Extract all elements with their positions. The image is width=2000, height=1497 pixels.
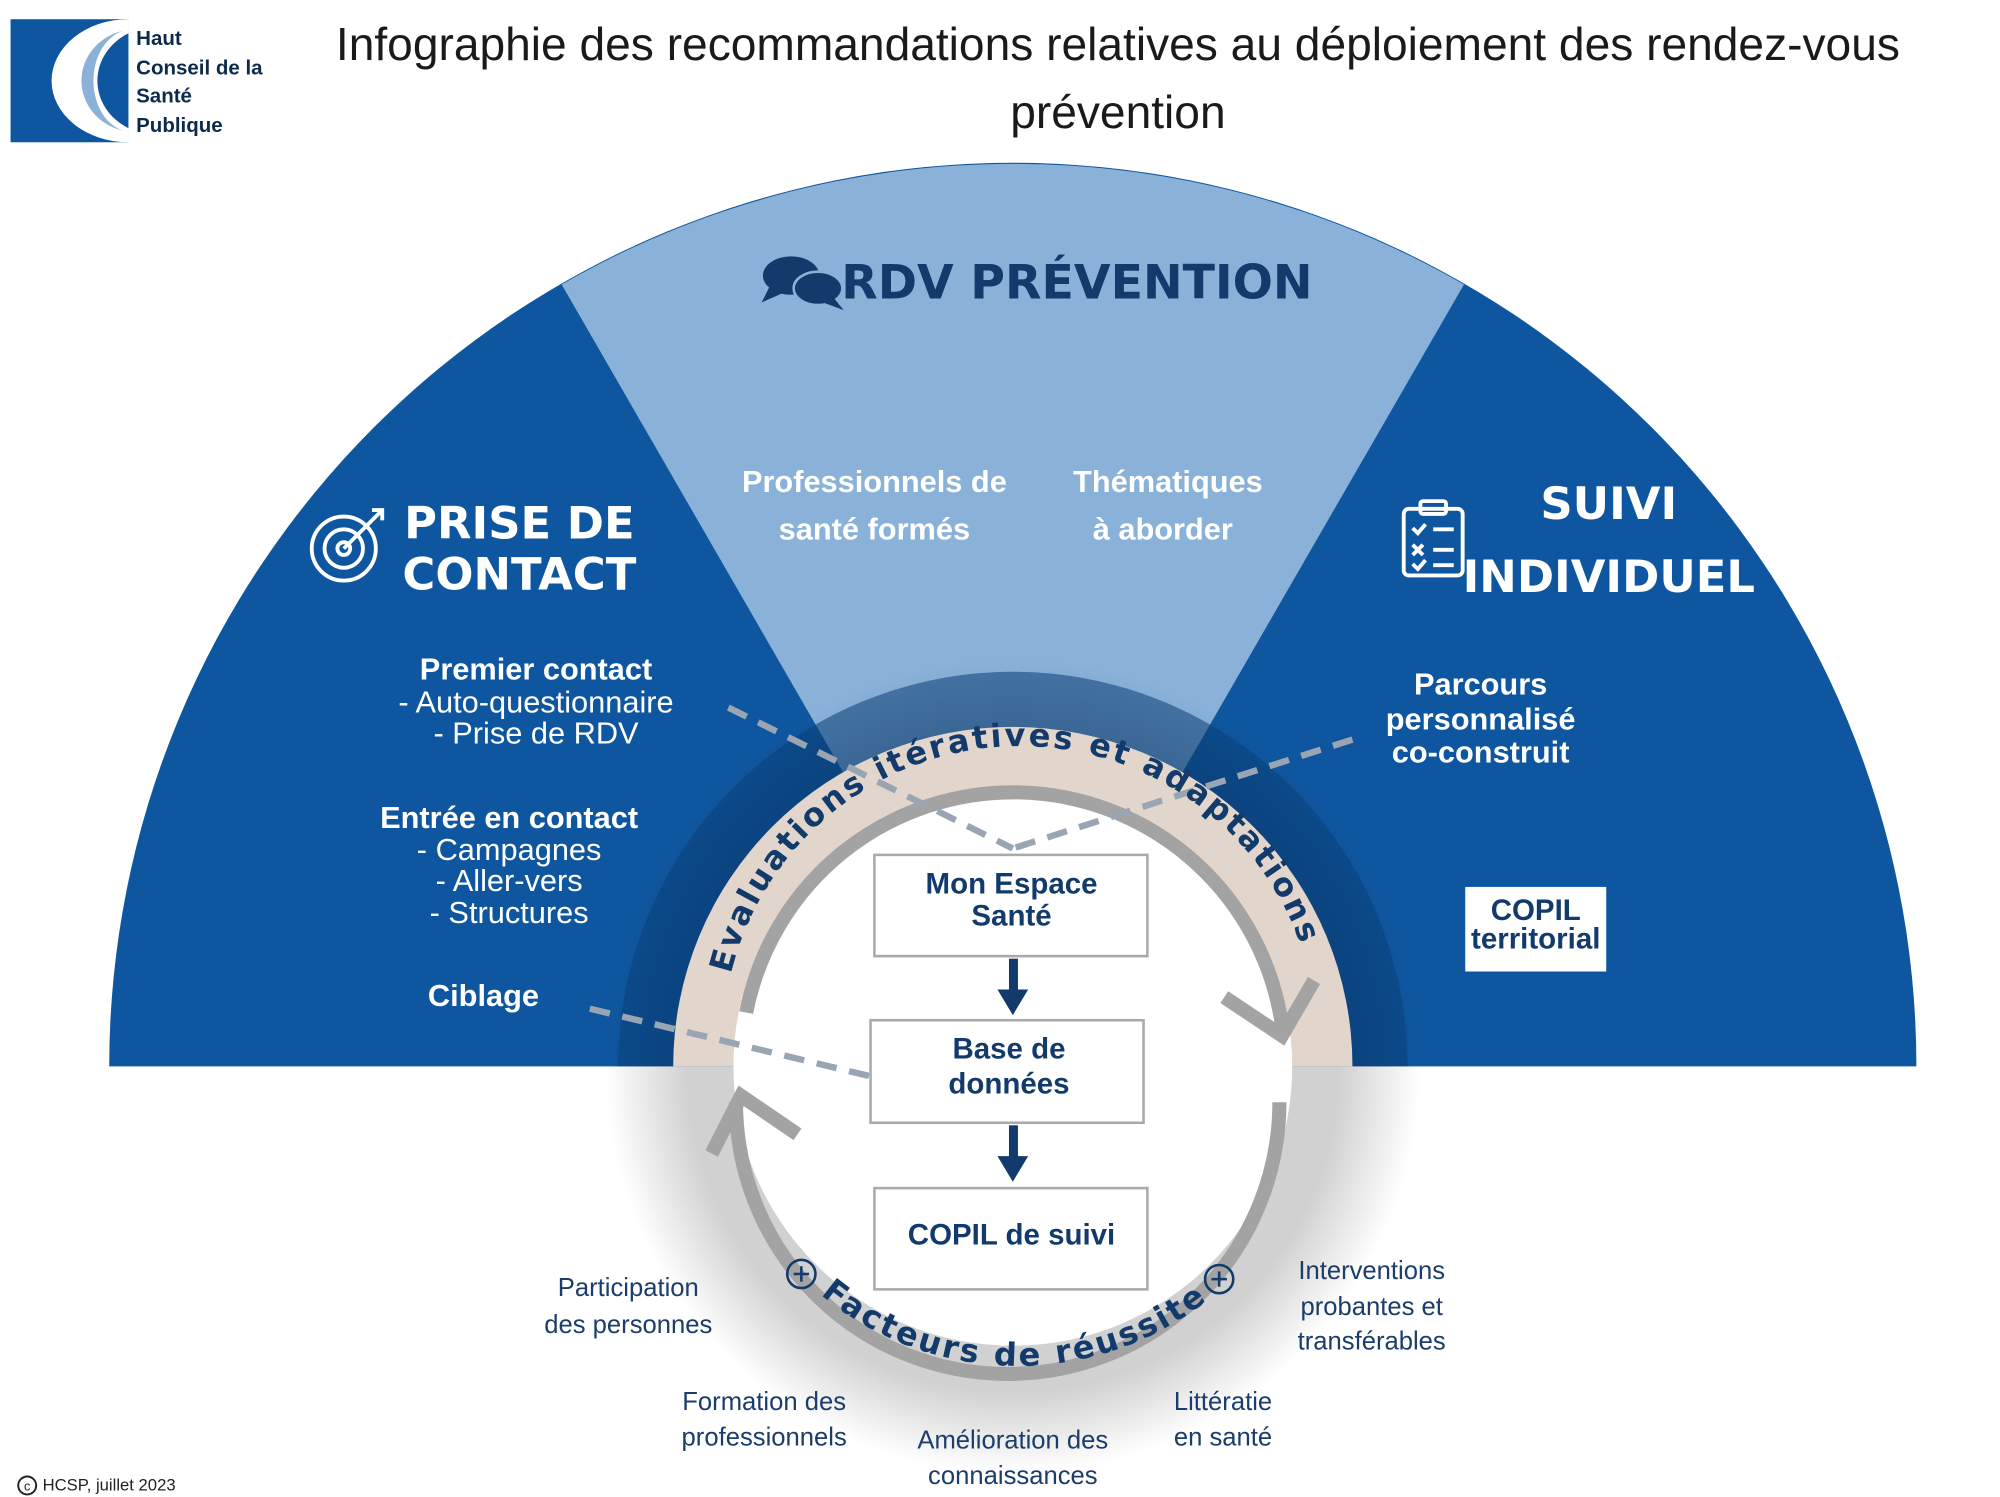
svg-text:connaissances: connaissances (928, 1462, 1098, 1490)
item-thematiques: à aborder (1093, 512, 1233, 547)
cycle-arrow-top (739, 785, 1289, 1027)
svg-text:données: données (948, 1067, 1069, 1100)
box-mon-espace-sante: Mon Espace Santé (873, 853, 1149, 958)
connector-lines (589, 704, 1354, 1080)
logo-line: Haut (136, 27, 182, 50)
success-factor: Littératie en santé (1174, 1388, 1272, 1452)
item-professionnels: santé formés (779, 512, 970, 547)
svg-text:Littératie: Littératie (1174, 1388, 1272, 1416)
list-item: - Structures (430, 895, 589, 930)
page-title: Infographie des recommandations relative… (336, 18, 1900, 70)
copyright-icon: c (17, 1475, 38, 1496)
plus-icon (785, 1258, 1235, 1295)
item-thematiques: Thématiques (1073, 464, 1263, 499)
rdv-prevention-wedge (561, 163, 1464, 1067)
prise-de-contact-title: CONTACT (402, 548, 636, 601)
success-factor: Interventions probantes et transférables (1298, 1257, 1446, 1355)
svg-text:COPIL: COPIL (1491, 894, 1581, 927)
suivi-individuel-title: SUIVI (1540, 477, 1677, 530)
list-item: - Auto-questionnaire (398, 685, 673, 720)
parcours-label: personnalisé (1386, 701, 1576, 736)
svg-text:des personnes: des personnes (544, 1311, 712, 1339)
svg-text:Interventions: Interventions (1298, 1257, 1445, 1285)
suivi-individuel-title: INDIVIDUEL (1463, 550, 1755, 603)
svg-text:probantes et: probantes et (1300, 1293, 1442, 1321)
list-item: - Aller-vers (436, 863, 583, 898)
svg-text:Mon Espace: Mon Espace (926, 867, 1098, 900)
success-factor: Amélioration des connaissances (917, 1426, 1108, 1490)
list-item: - Prise de RDV (434, 715, 640, 750)
logo-line: Santé (136, 85, 192, 108)
hcsp-logo: Haut Conseil de la Santé Publique (10, 19, 263, 143)
down-arrow-icon (997, 958, 1029, 1182)
svg-text:territorial: territorial (1471, 922, 1600, 955)
prise-de-contact-title: PRISE DE (404, 496, 634, 549)
svg-text:Amélioration des: Amélioration des (917, 1426, 1108, 1454)
svg-text:COPIL de suivi: COPIL de suivi (908, 1219, 1115, 1252)
box-copil-suivi: COPIL de suivi (873, 1186, 1149, 1291)
svg-text:Participation: Participation (558, 1274, 699, 1302)
target-icon (309, 508, 385, 583)
ciblage-label: Ciblage (428, 978, 539, 1013)
svg-text:transférables: transférables (1298, 1328, 1446, 1356)
rdv-prevention-title: RDV PRÉVENTION (841, 254, 1312, 311)
list-item: - Campagnes (417, 832, 602, 867)
premier-contact-title: Premier contact (420, 651, 652, 686)
cycle-arrow-bottom (728, 1102, 1287, 1381)
speech-bubbles-icon (761, 256, 844, 311)
svg-text:en santé: en santé (1174, 1424, 1272, 1452)
logo-line: Conseil de la (136, 56, 263, 79)
success-factor: Formation des professionnels (682, 1388, 847, 1452)
svg-text:c: c (24, 1479, 31, 1494)
svg-text:Formation des: Formation des (682, 1388, 846, 1416)
checklist-icon (1401, 499, 1465, 578)
page-title-line2: prévention (1010, 86, 1225, 138)
success-factor: Participation des personnes (544, 1274, 712, 1339)
svg-text:Base de: Base de (952, 1033, 1065, 1066)
parcours-label: co-construit (1392, 735, 1570, 770)
svg-text:professionnels: professionnels (682, 1424, 847, 1452)
parcours-label: Parcours (1414, 667, 1547, 702)
logo-line: Publique (136, 114, 223, 137)
svg-text:Santé: Santé (971, 899, 1051, 932)
box-base-de-donnees: Base de données (869, 1018, 1145, 1125)
entree-contact-title: Entrée en contact (380, 800, 638, 835)
item-professionnels: Professionnels de (742, 464, 1007, 499)
copil-territorial-box: COPIL territorial (1465, 886, 1607, 972)
copyright-text: HCSP, juillet 2023 (43, 1476, 176, 1495)
